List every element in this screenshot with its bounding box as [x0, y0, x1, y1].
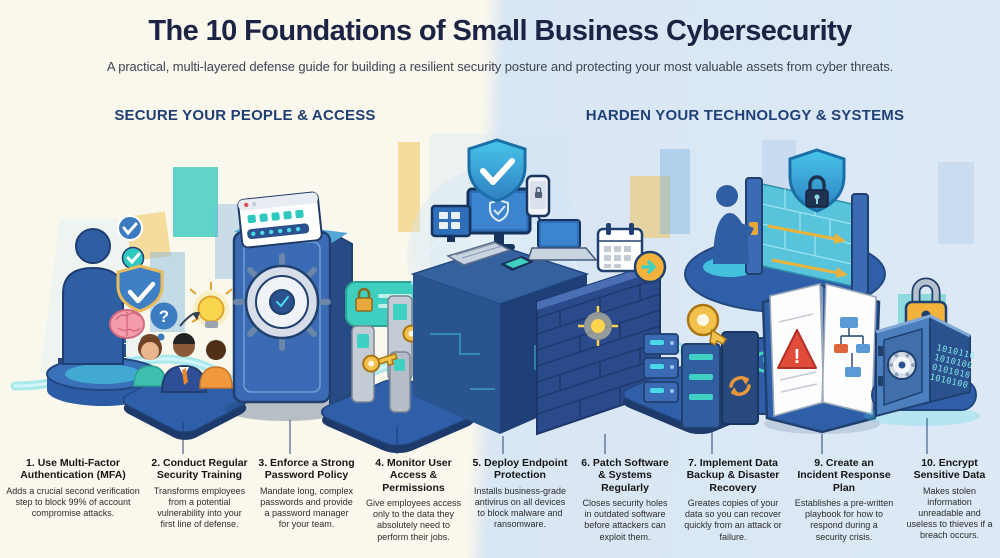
- caption-description: Installs business-grade antivirus on all…: [473, 485, 567, 530]
- caption-item-1: 1. Use Multi-Factor Authentication (MFA)…: [0, 457, 146, 543]
- vault-dial: [233, 253, 331, 351]
- foundation-captions: 1. Use Multi-Factor Authentication (MFA)…: [0, 457, 1000, 543]
- employee-man: [160, 333, 208, 393]
- update-arrow-icon: [633, 250, 667, 284]
- caption-description: Closes security holes in outdated softwa…: [582, 498, 668, 542]
- caption-description: Mandate long, complex passwords and prov…: [259, 485, 354, 530]
- mfa-shield-icon: [116, 264, 164, 313]
- firewall-icon: [684, 148, 886, 313]
- incident-playbook-icon: !: [761, 283, 881, 434]
- flowchart-icon: [834, 317, 870, 377]
- key-icon: [362, 352, 398, 373]
- section-header-technology-systems: HARDEN YOUR TECHNOLOGY & SYSTEMS: [585, 107, 905, 124]
- restore-arrows-icon: [729, 376, 751, 396]
- backup-key-icon: [686, 303, 728, 347]
- connector-lines: [182, 418, 928, 454]
- caption-item-9: 9. Create an Incident Response Plan Esta…: [789, 457, 899, 543]
- caption-title: 4. Monitor User Access & Permissions: [375, 457, 452, 494]
- breach-spark: [578, 306, 618, 346]
- caption-item-2: 2. Conduct Regular Security Training Tra…: [146, 457, 253, 543]
- caption-description: Makes stolen information unreadable and …: [906, 485, 993, 541]
- question-icon: ?: [150, 302, 178, 341]
- caption-item-6: 6. Patch Software & Systems Regularly Cl…: [573, 457, 677, 543]
- warning-triangle-icon: !: [777, 329, 817, 369]
- training-team-icon: ?: [109, 282, 248, 440]
- caption-item-7: 7. Implement Data Backup & Disaster Reco…: [677, 457, 789, 543]
- caption-title: 3. Enforce a Strong Password Policy: [258, 457, 355, 482]
- laptop-icon: [526, 219, 598, 261]
- caption-description: Give employees access only to the data t…: [365, 498, 462, 542]
- warning-exclamation: !: [794, 346, 801, 368]
- keyboard-icon: [446, 241, 512, 266]
- brain-icon: [109, 309, 145, 339]
- section-header-people-access: SECURE YOUR PEOPLE & ACCESS: [114, 107, 376, 124]
- server-drawers: [643, 333, 679, 403]
- caption-title: 7. Implement Data Backup & Disaster Reco…: [686, 457, 780, 494]
- caption-item-10: 10. Encrypt Sensitive Data Makes stolen …: [899, 457, 1000, 543]
- mfa-user-icon: [46, 215, 164, 406]
- backup-servers-icon: [621, 303, 779, 435]
- caption-description: Establishes a pre-written playbook for h…: [794, 498, 894, 542]
- calendar-patch-icon: [596, 223, 644, 273]
- lightbulb-icon: [189, 282, 233, 328]
- caption-item-3: 3. Enforce a Strong Password Policy Mand…: [253, 457, 360, 543]
- page-title: The 10 Foundations of Small Business Cyb…: [148, 15, 852, 47]
- caption-title: 9. Create an Incident Response Plan: [797, 457, 891, 494]
- secondary-monitor-icon: [430, 204, 472, 242]
- verified-check-icon: [117, 215, 143, 241]
- caption-title: 2. Conduct Regular Security Training: [151, 457, 248, 482]
- cybersecurity-illustration: ?: [10, 134, 980, 454]
- caption-description: Transforms employees from a potential vu…: [153, 485, 246, 530]
- caption-title: 10. Encrypt Sensitive Data: [913, 457, 986, 482]
- encrypted-safe-icon: 1010110 1010100 0101010 1010100: [864, 277, 980, 426]
- desktop-monitor-icon: [466, 187, 532, 250]
- shield-check-icon: [467, 138, 527, 203]
- caption-title: 1. Use Multi-Factor Authentication (MFA): [20, 457, 126, 482]
- shield-lock-icon: [788, 148, 846, 213]
- employee-woman: [133, 334, 167, 387]
- caption-item-5: 5. Deploy Endpoint Protection Installs b…: [467, 457, 573, 543]
- question-mark: ?: [159, 307, 169, 326]
- flat-phone-icon: [500, 256, 534, 271]
- page-subtitle: A practical, multi-layered defense guide…: [106, 59, 894, 74]
- password-panel-icon: [237, 191, 323, 249]
- caption-title: 6. Patch Software & Systems Regularly: [581, 457, 669, 494]
- caption-description: Greates copies of your data so you can r…: [684, 498, 782, 542]
- admin-person-icon: [713, 185, 754, 264]
- mobile-phone-icon: [525, 174, 551, 231]
- caption-item-4: 4. Monitor User Access & Permissions Giv…: [360, 457, 467, 543]
- caption-title: 5. Deploy Endpoint Protection: [472, 457, 568, 482]
- safe-dial: [887, 350, 917, 380]
- employee-person: [199, 340, 233, 389]
- password-vault-icon: [225, 191, 353, 421]
- caption-description: Adds a crucial second verification step …: [6, 485, 140, 519]
